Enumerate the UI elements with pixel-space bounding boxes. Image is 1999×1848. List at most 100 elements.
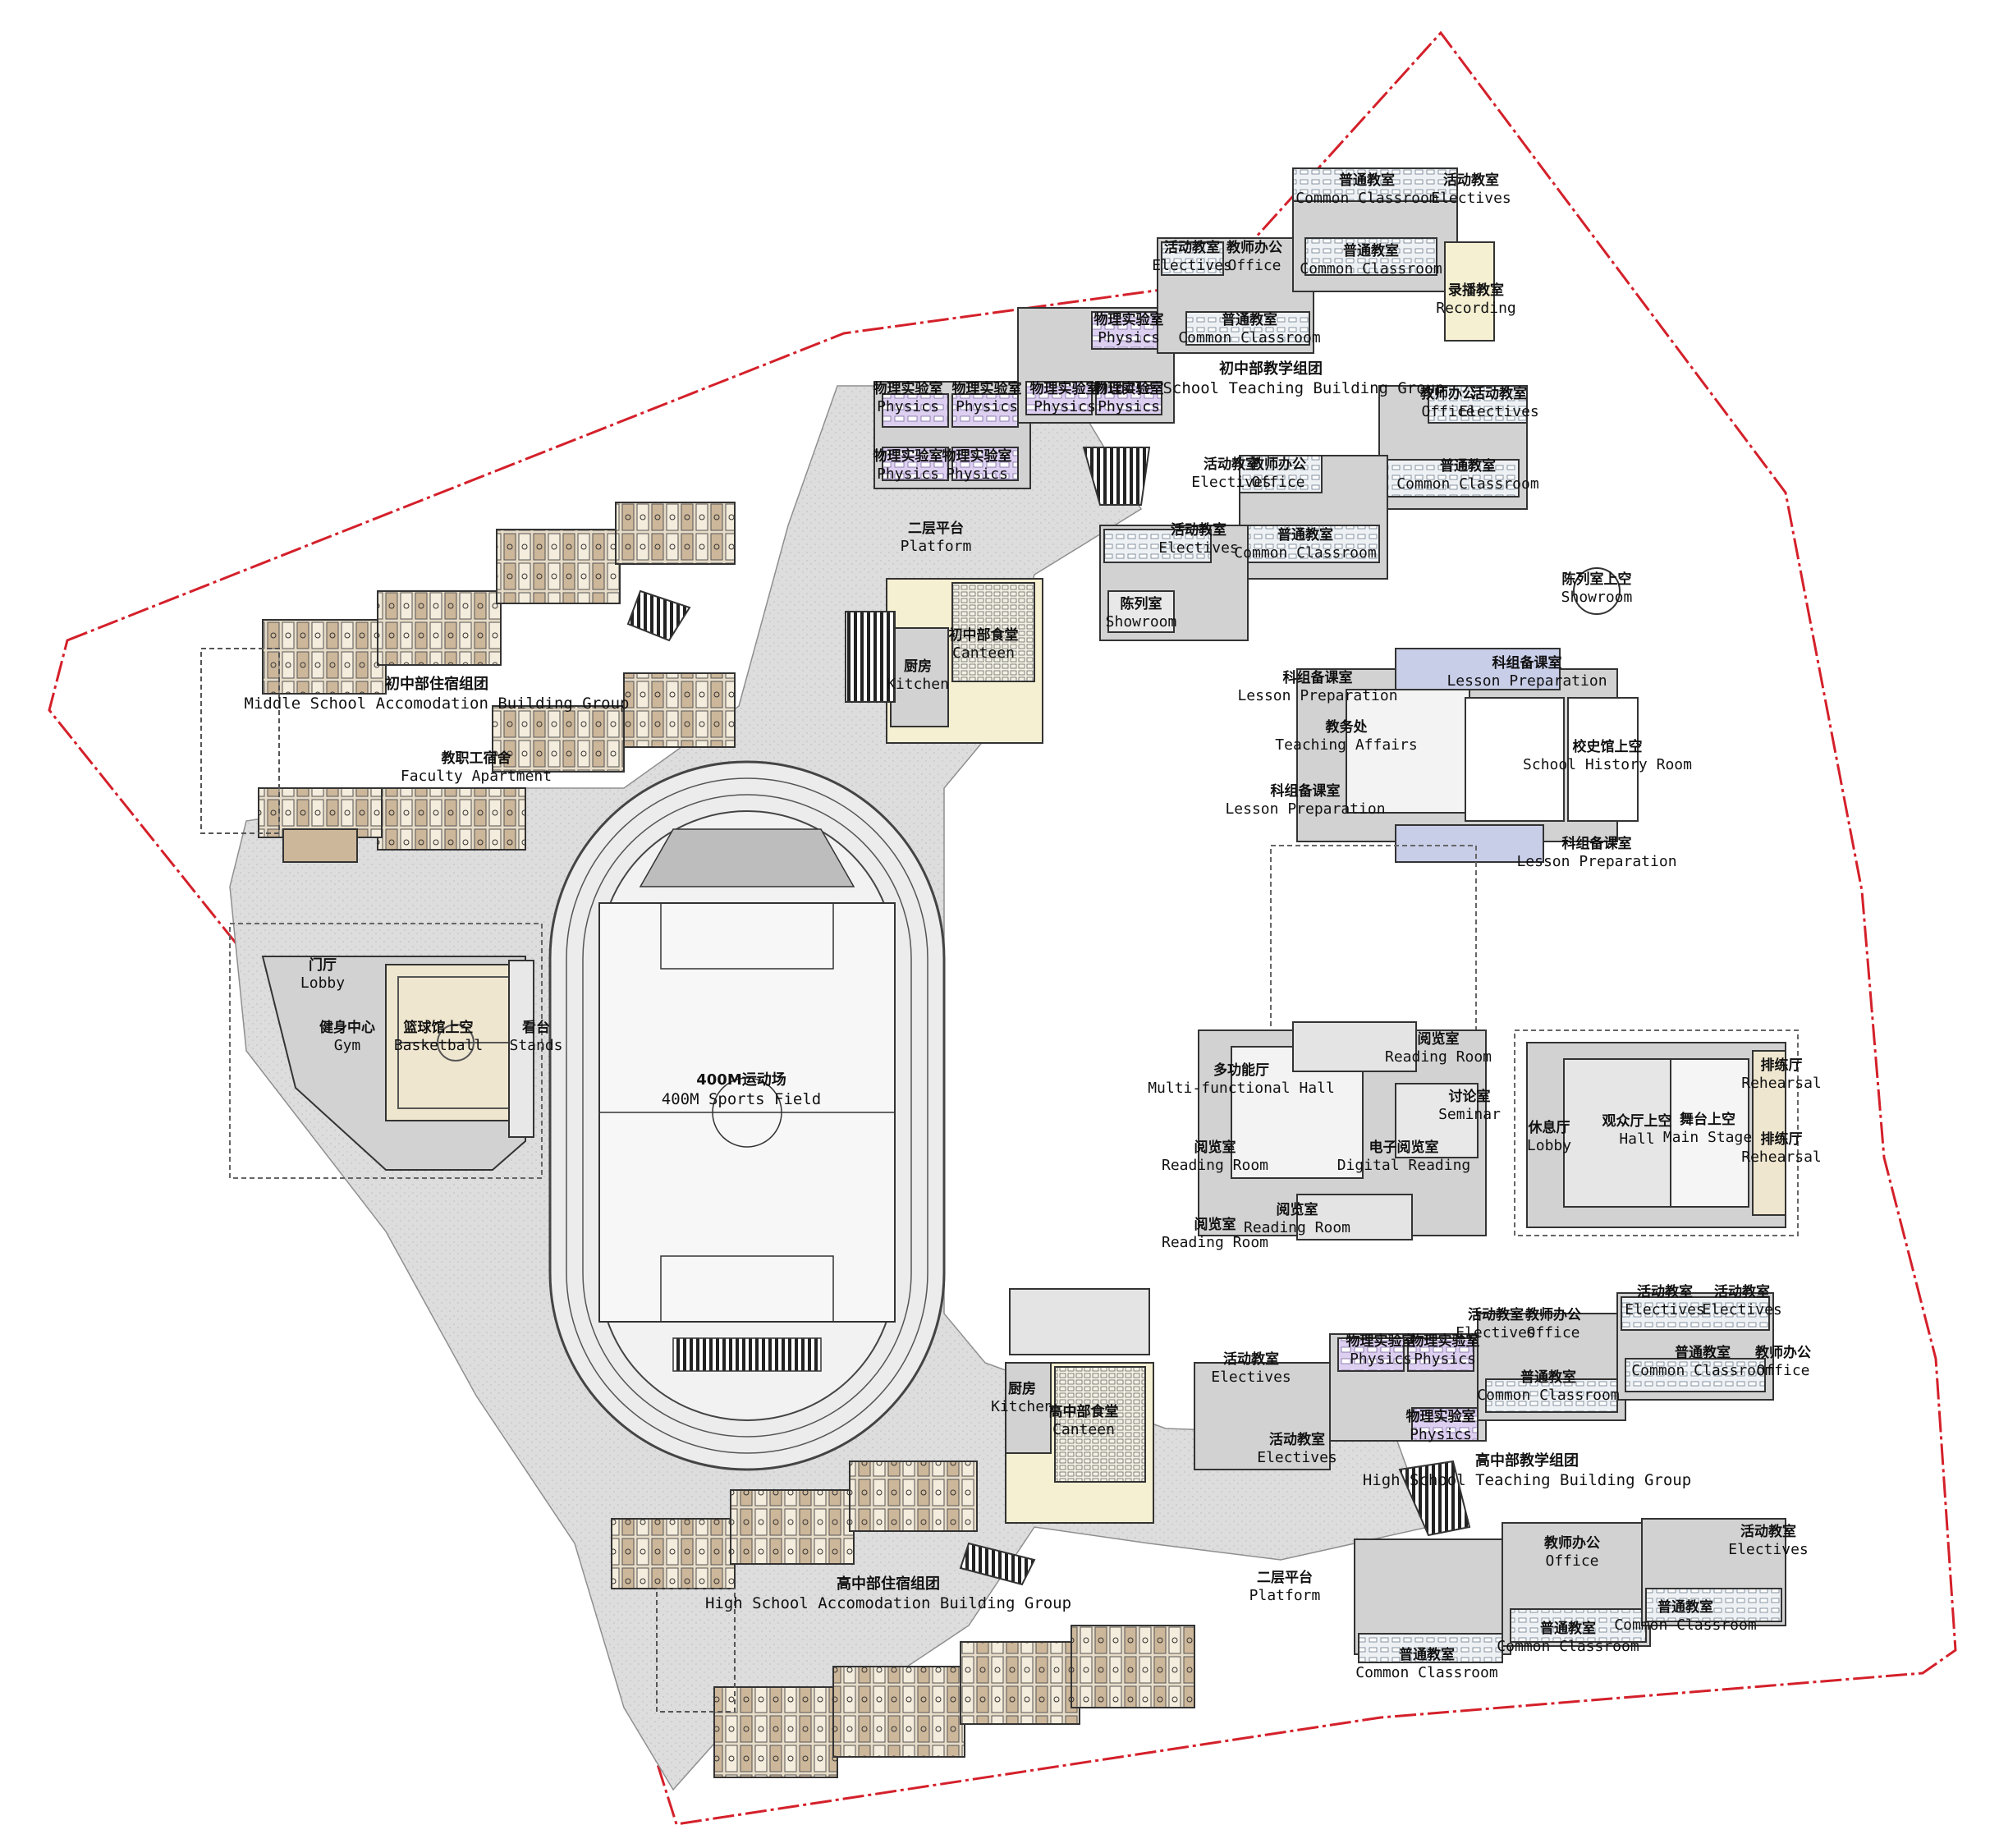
room-label-en: Showroom <box>1561 589 1633 607</box>
room-label-cn: 科组备课室 <box>1282 670 1353 687</box>
room-label-cn: 物理实验室 <box>1410 1333 1480 1350</box>
room-label-en: Showroom <box>1105 613 1177 631</box>
room-label-en: Office <box>1421 403 1475 421</box>
room-label-en: Physics <box>1098 329 1160 347</box>
room-label-cn: 录播教室 <box>1447 282 1504 300</box>
room-label-en: Platform <box>900 538 972 556</box>
room-label-en: Common Classroom <box>1396 475 1539 493</box>
room-label-en: Lobby <box>300 974 346 993</box>
room-label-en: Hall <box>1619 1130 1655 1149</box>
room-label-en: Lesson Preparation <box>1225 800 1386 819</box>
room-label-en: Common Classroom <box>1477 1387 1620 1405</box>
room-label-cn: 普通教室 <box>1657 1599 1713 1616</box>
room-label-en: Middle School Teaching Building Group <box>1097 378 1445 397</box>
room-label-cn: 物理实验室 <box>1405 1409 1476 1426</box>
room-label-cn: 门厅 <box>309 957 337 974</box>
room-label-cn: 初中部住宿组团 <box>385 675 488 693</box>
room-label-en: Physics <box>1410 1426 1472 1444</box>
room-label-en: 400M Sports Field <box>661 1089 822 1108</box>
room-label-en: Electives <box>1625 1301 1705 1319</box>
room-label-cn: 普通教室 <box>1520 1369 1576 1387</box>
room-label-cn: 科组备课室 <box>1270 783 1341 800</box>
room-label-en: Lesson Preparation <box>1447 672 1607 690</box>
room-label-en: Physics <box>1350 1350 1412 1369</box>
room-label-cn: 初中部食堂 <box>948 627 1019 644</box>
middle-school-canteen <box>845 578 1043 744</box>
room-label-cn: 普通教室 <box>1439 458 1496 475</box>
room-label-cn: 活动教室 <box>1636 1284 1693 1301</box>
room-label-cn: 活动教室 <box>1713 1284 1770 1301</box>
room-label-en: Reading Room <box>1161 1234 1269 1252</box>
room-label-en: Physics <box>1414 1350 1476 1369</box>
room-label-cn: 普通教室 <box>1674 1345 1731 1362</box>
room-label-cn: 科组备课室 <box>1561 836 1632 853</box>
room-label-en: Rehearsal <box>1741 1149 1822 1167</box>
room-label-cn: 活动教室 <box>1740 1524 1796 1541</box>
room-label-en: Common Classroom <box>1234 544 1377 562</box>
field-seating-bottom <box>672 1337 822 1372</box>
room-label-en: Electives <box>1257 1449 1337 1467</box>
room-label-cn: 活动教室 <box>1222 1351 1279 1369</box>
room-label-cn: 物理实验室 <box>1029 381 1100 398</box>
room-label-en: Faculty Apartment <box>400 768 552 786</box>
room-label-cn: 厨房 <box>1007 1381 1036 1398</box>
room-label-cn: 教务处 <box>1325 719 1368 736</box>
room-label-cn: 物理实验室 <box>942 448 1012 465</box>
room-label-cn: 物理实验室 <box>1093 381 1164 398</box>
room-label-cn: 阅览室 <box>1417 1031 1460 1048</box>
room-label-en: Physics <box>877 465 939 484</box>
room-label-en: Multi-functional Hall <box>1148 1080 1335 1098</box>
room-label-en: Main Stage <box>1662 1129 1753 1147</box>
room-label-en: Digital Reading <box>1336 1157 1471 1175</box>
room-label-cn: 活动教室 <box>1163 240 1220 257</box>
room-label-en: Electives <box>1702 1301 1782 1319</box>
room-label-cn: 阅览室 <box>1276 1202 1318 1219</box>
room-label-cn: 物理实验室 <box>873 448 943 465</box>
room-label-cn: 科组备课室 <box>1492 655 1562 672</box>
pitch-center-circle <box>712 1077 782 1148</box>
room-label-en: Common Classroom <box>1355 1664 1498 1682</box>
room-label-en: Lesson Preparation <box>1237 687 1398 705</box>
room-label-cn: 教师办公 <box>1420 386 1476 403</box>
room-label-en: School History Room <box>1523 756 1692 774</box>
room-label-cn: 篮球馆上空 <box>403 1020 474 1037</box>
high-school-teaching-group <box>1194 1292 1786 1663</box>
room-label-cn: 普通教室 <box>1539 1621 1596 1638</box>
running-track-lane2 <box>582 794 912 1438</box>
room-label-en: Seminar <box>1438 1106 1501 1124</box>
room-label-cn: 普通教室 <box>1221 312 1277 329</box>
room-label-cn: 物理实验室 <box>873 381 943 398</box>
room-label-cn: 普通教室 <box>1277 527 1333 544</box>
high-school-canteen <box>1005 1288 1154 1524</box>
